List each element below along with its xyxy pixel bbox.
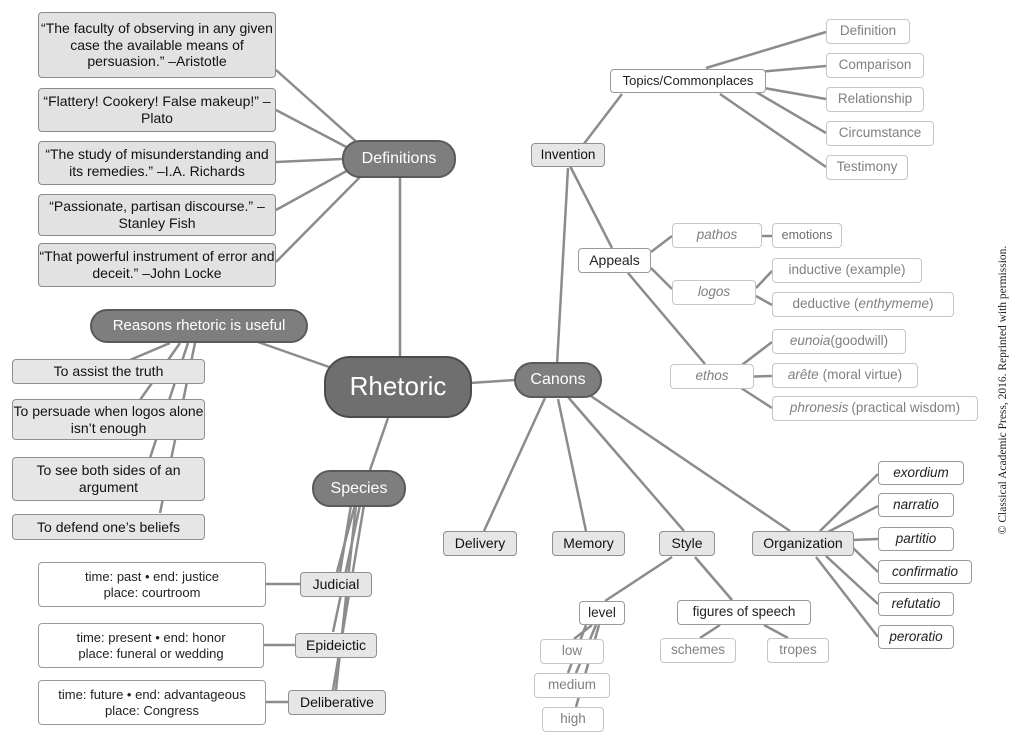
species-epideictic[interactable]: Epideictic	[295, 633, 377, 658]
topic-definition[interactable]: Definition	[826, 19, 910, 44]
level-low[interactable]: low	[540, 639, 604, 664]
canon-memory[interactable]: Memory	[552, 531, 625, 556]
ethos-phronesis[interactable]: phronesis(practical wisdom)	[772, 396, 978, 421]
ethos-eunoia[interactable]: eunoia(goodwill)	[772, 329, 906, 354]
canons-node[interactable]: Canons	[514, 362, 602, 398]
org-exordium[interactable]: exordium	[878, 461, 964, 485]
canon-delivery[interactable]: Delivery	[443, 531, 517, 556]
canon-organization[interactable]: Organization	[752, 531, 854, 556]
quote-plato[interactable]: “Flattery! Cookery! False makeup!” –Plat…	[38, 88, 276, 132]
reason-defend-beliefs[interactable]: To defend one’s beliefs	[12, 514, 205, 540]
appeals-node[interactable]: Appeals	[578, 248, 651, 273]
quote-locke[interactable]: “That powerful instrument of error and d…	[38, 243, 276, 287]
topics-commonplaces-node[interactable]: Topics/Commonplaces	[610, 69, 766, 93]
epideictic-note: time: present • end: honor place: funera…	[38, 623, 264, 668]
figures-schemes[interactable]: schemes	[660, 638, 736, 663]
quote-fish[interactable]: “Passionate, partisan discourse.” –Stanl…	[38, 194, 276, 236]
topic-circumstance[interactable]: Circumstance	[826, 121, 934, 146]
invention-node[interactable]: Invention	[531, 143, 605, 167]
quote-aristotle[interactable]: “The faculty of observing in any given c…	[38, 12, 276, 78]
copyright-credit: © Classical Academic Press, 2016. Reprin…	[997, 245, 1009, 535]
level-medium[interactable]: medium	[534, 673, 610, 698]
reason-persuade[interactable]: To persuade when logos alone isn’t enoug…	[12, 399, 205, 440]
logos-inductive[interactable]: inductive (example)	[772, 258, 922, 283]
quote-richards[interactable]: “The study of misunderstanding and its r…	[38, 141, 276, 185]
style-level[interactable]: level	[579, 601, 625, 625]
topic-comparison[interactable]: Comparison	[826, 53, 924, 78]
definitions-node[interactable]: Definitions	[342, 140, 456, 178]
ethos-node[interactable]: ethos	[670, 364, 754, 389]
species-node[interactable]: Species	[312, 470, 406, 507]
ethos-arete[interactable]: arête(moral virtue)	[772, 363, 918, 388]
logos-deductive[interactable]: deductive (enthymeme)	[772, 292, 954, 317]
org-peroratio[interactable]: peroratio	[878, 625, 954, 649]
deliberative-note: time: future • end: advantageous place: …	[38, 680, 266, 725]
canon-style[interactable]: Style	[659, 531, 715, 556]
reason-assist-truth[interactable]: To assist the truth	[12, 359, 205, 384]
pathos-node[interactable]: pathos	[672, 223, 762, 248]
org-refutatio[interactable]: refutatio	[878, 592, 954, 616]
reasons-node[interactable]: Reasons rhetoric is useful	[90, 309, 308, 343]
org-partitio[interactable]: partitio	[878, 527, 954, 551]
judicial-note: time: past • end: justice place: courtro…	[38, 562, 266, 607]
rhetoric-center-node[interactable]: Rhetoric	[324, 356, 472, 418]
topic-testimony[interactable]: Testimony	[826, 155, 908, 180]
pathos-emotions[interactable]: emotions	[772, 223, 842, 248]
logos-node[interactable]: logos	[672, 280, 756, 305]
species-deliberative[interactable]: Deliberative	[288, 690, 386, 715]
reason-both-sides[interactable]: To see both sides of an argument	[12, 457, 205, 501]
org-confirmatio[interactable]: confirmatio	[878, 560, 972, 584]
topic-relationship[interactable]: Relationship	[826, 87, 924, 112]
org-narratio[interactable]: narratio	[878, 493, 954, 517]
style-figures-of-speech[interactable]: figures of speech	[677, 600, 811, 625]
species-judicial[interactable]: Judicial	[300, 572, 372, 597]
figures-tropes[interactable]: tropes	[767, 638, 829, 663]
level-high[interactable]: high	[542, 707, 604, 732]
